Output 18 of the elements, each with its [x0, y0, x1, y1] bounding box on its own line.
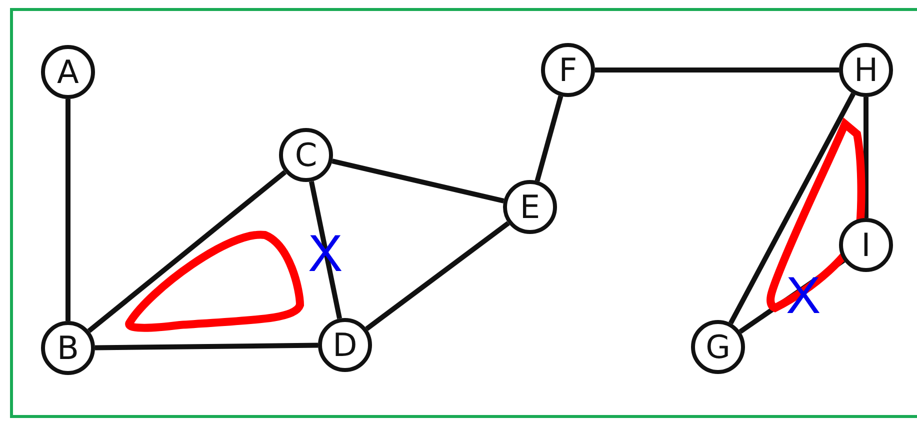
connector-line [864, 97, 868, 218]
node-circle: A [41, 45, 95, 99]
connector-line [595, 68, 839, 72]
node-circle: B [41, 321, 95, 375]
connector-line [87, 170, 287, 333]
connector-line [365, 221, 510, 331]
node-circle: I [839, 218, 893, 272]
node-circle: H [839, 43, 893, 97]
node-circle: C [279, 128, 333, 182]
connector-line [332, 158, 504, 204]
connector-line [728, 92, 856, 324]
node-circle: F [541, 43, 595, 97]
node-circle: D [318, 318, 372, 372]
connector-line [94, 342, 318, 350]
connector-line [66, 99, 70, 321]
connector-line [534, 95, 564, 182]
node-circle: E [503, 180, 557, 234]
node-circle: G [691, 320, 745, 374]
